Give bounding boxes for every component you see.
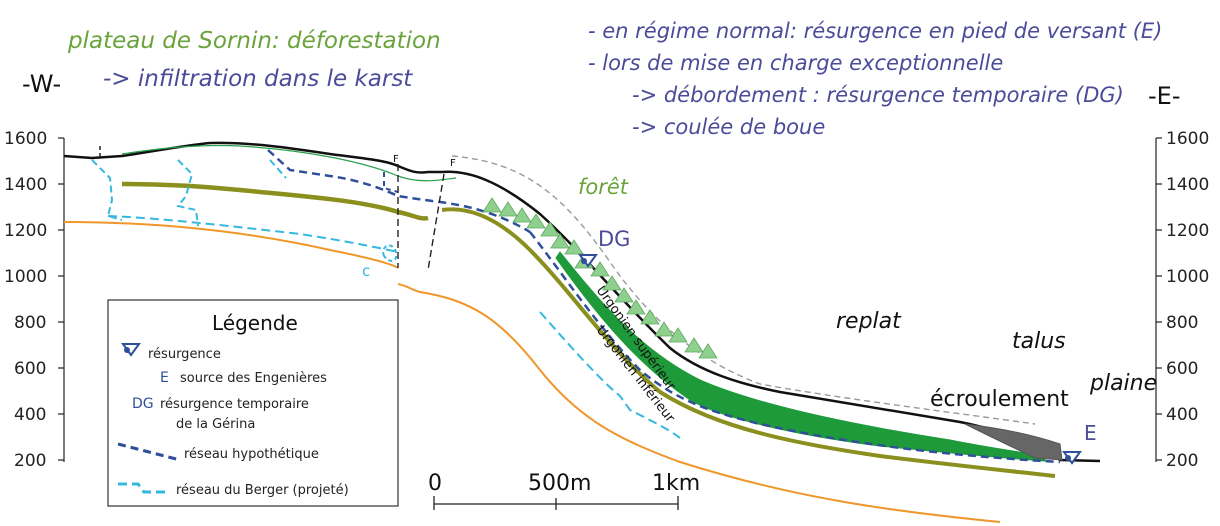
legend-berger-text: réseau du Berger (projeté) bbox=[176, 483, 349, 498]
reseau-berger-shafts bbox=[91, 159, 287, 227]
right-tick-400: 400 bbox=[1166, 405, 1198, 425]
dg-resurgence-symbol bbox=[578, 254, 598, 268]
orange-base-line-east bbox=[397, 283, 1001, 523]
fault-line-2 bbox=[427, 173, 445, 271]
legend-title: Légende bbox=[212, 311, 298, 335]
urgonien-superieur-layer bbox=[555, 251, 1046, 462]
olive-line-west bbox=[121, 181, 429, 221]
fault-label-2: F bbox=[450, 158, 456, 169]
left-tick-1200: 1200 bbox=[4, 221, 47, 241]
left-tick-1000: 1000 bbox=[4, 267, 47, 287]
legend-dg-text-line1: résurgence temporaire bbox=[160, 397, 309, 412]
legend-hypothetique-text: réseau hypothétique bbox=[184, 447, 319, 462]
left-tick-1400: 1400 bbox=[4, 175, 47, 195]
ecroulement-scree bbox=[964, 423, 1063, 461]
legend-e-code: E bbox=[160, 370, 169, 386]
gray-dashed-envelope bbox=[451, 155, 1036, 425]
legend-resurgence-text: résurgence bbox=[148, 347, 221, 362]
header-right-line2: - lors de mise en charge exceptionnelle bbox=[588, 51, 1003, 75]
east-label: -E- bbox=[1148, 82, 1180, 110]
topography-green-detail bbox=[121, 144, 457, 182]
header-right-line4: -> coulée de boue bbox=[632, 115, 825, 139]
e-resurgence-symbol bbox=[1062, 451, 1082, 465]
reseau-hypothetique-upper bbox=[267, 149, 531, 234]
legend-e-text: source des Engenières bbox=[180, 371, 327, 386]
header-right-line3: -> débordement : résurgence temporaire (… bbox=[632, 83, 1124, 107]
right-tick-1600: 1600 bbox=[1166, 129, 1209, 149]
replat-label: replat bbox=[836, 309, 902, 334]
reseau-berger-loop bbox=[382, 244, 398, 262]
header-right-line1: - en régime normal: résurgence en pied d… bbox=[588, 19, 1162, 43]
topography-profile bbox=[63, 141, 1101, 463]
right-tick-600: 600 bbox=[1166, 359, 1198, 379]
legend-hypothetique-line bbox=[117, 442, 181, 462]
plaine-label: plaine bbox=[1089, 371, 1157, 396]
ecroulement-label: écroulement bbox=[930, 387, 1069, 412]
reseau-berger-deep bbox=[539, 311, 681, 439]
left-tick-600: 600 bbox=[14, 359, 46, 379]
left-elevation-axis: 1600 1400 1200 1000 800 600 400 200 bbox=[4, 129, 65, 471]
reseau-berger-main bbox=[107, 215, 399, 253]
talus-label: talus bbox=[1012, 329, 1066, 354]
foret-label: forêt bbox=[578, 175, 629, 199]
right-tick-1000: 1000 bbox=[1166, 267, 1209, 287]
legend-dg-text-line2: de la Gérina bbox=[176, 417, 255, 432]
scale-bar: 0 500m 1km bbox=[428, 471, 700, 510]
legend-dg-code: DG bbox=[132, 396, 154, 412]
left-tick-200: 200 bbox=[14, 451, 46, 471]
c-label: c bbox=[362, 262, 370, 280]
reseau-hypothetique-lower bbox=[529, 231, 1061, 464]
fault-label-1: F bbox=[393, 154, 399, 165]
scale-zero: 0 bbox=[428, 471, 442, 496]
legend-resurgence-icon bbox=[121, 343, 141, 357]
scale-end: 1km bbox=[652, 471, 700, 496]
header-left-line2: -> infiltration dans le karst bbox=[103, 66, 413, 92]
left-tick-800: 800 bbox=[14, 313, 46, 333]
e-label: E bbox=[1084, 421, 1097, 445]
right-tick-1200: 1200 bbox=[1166, 221, 1209, 241]
right-tick-800: 800 bbox=[1166, 313, 1198, 333]
west-label: -W- bbox=[22, 70, 61, 98]
right-elevation-axis: 1600 1400 1200 1000 800 600 400 200 bbox=[1155, 129, 1209, 471]
left-tick-400: 400 bbox=[14, 405, 46, 425]
right-tick-200: 200 bbox=[1166, 451, 1198, 471]
scale-mid: 500m bbox=[528, 471, 591, 496]
header-left-line1: plateau de Sornin: déforestation bbox=[67, 28, 441, 54]
left-tick-1600: 1600 bbox=[4, 129, 47, 149]
olive-line-east bbox=[441, 207, 1056, 478]
right-tick-1400: 1400 bbox=[1166, 175, 1209, 195]
dg-label: DG bbox=[598, 227, 630, 251]
legend: Légende résurgence E source des Engenièr… bbox=[107, 299, 399, 507]
orange-base-line-west bbox=[63, 221, 399, 269]
